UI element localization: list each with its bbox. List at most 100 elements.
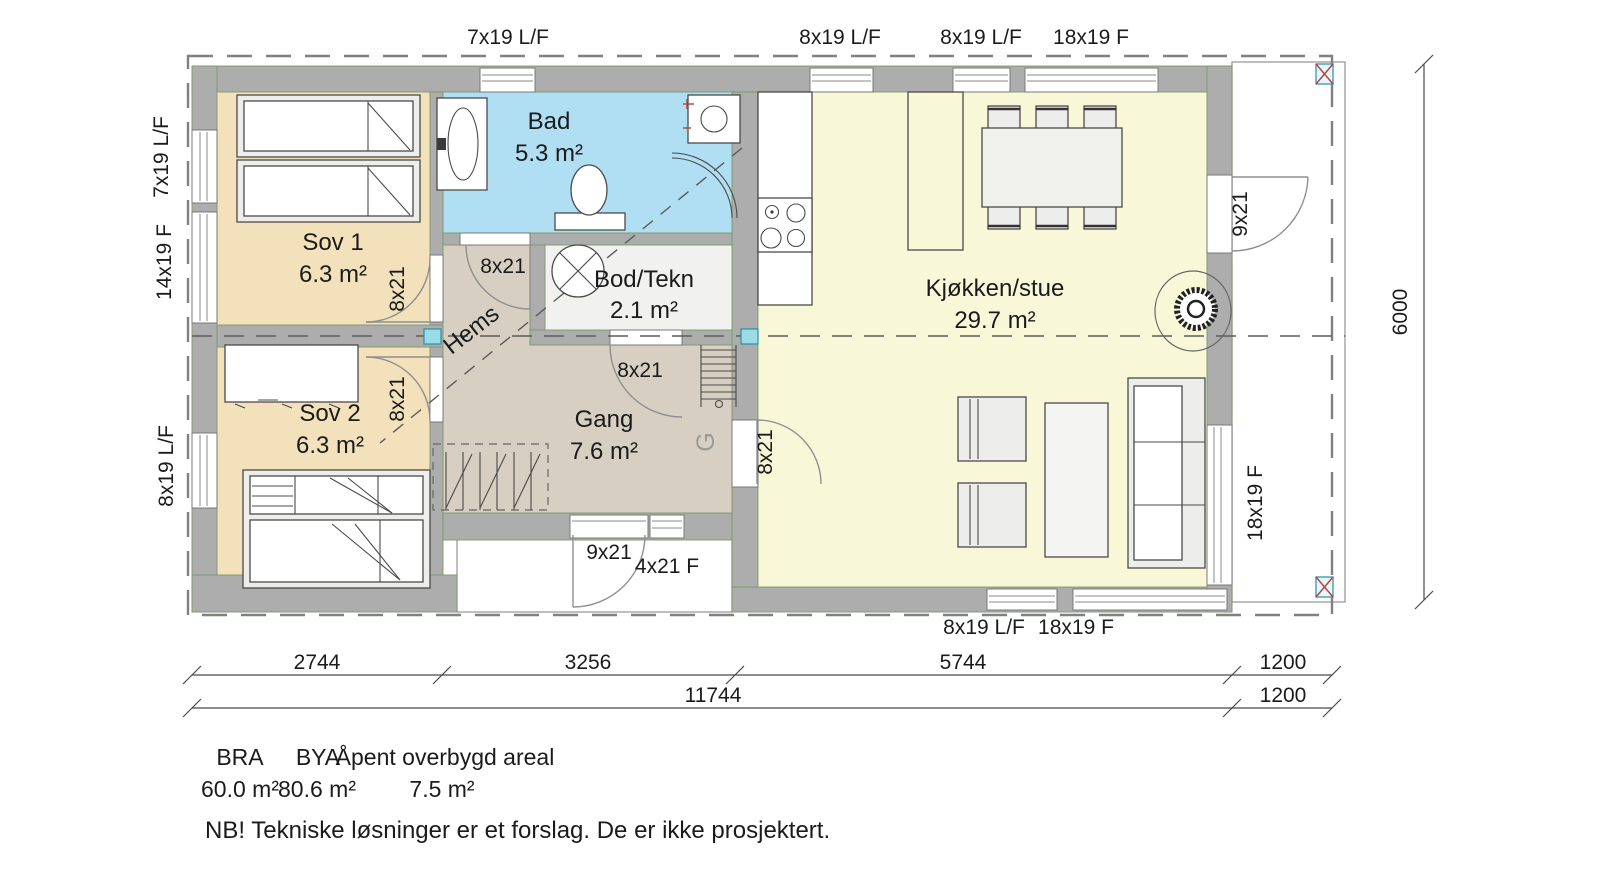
water-heater: [551, 244, 605, 298]
window-label-top-2: 8x19 L/F: [799, 26, 881, 49]
opening-door-sov2: [429, 356, 444, 423]
door-bod: [609, 344, 683, 418]
entrance-porch-slab: [456, 537, 733, 613]
armchair-1: [957, 396, 1027, 462]
door-label-sov2: 8x21: [386, 376, 409, 422]
section-marker-east: [740, 328, 759, 345]
furniture-bod: [551, 244, 605, 298]
window-entrance-sidelight: [649, 514, 685, 539]
room-area-bod: 2.1 m²: [610, 297, 678, 324]
kitchen-island: [907, 91, 964, 251]
bed-2-mattress: [243, 165, 414, 217]
coffee-table: [1044, 402, 1109, 558]
toilet: [554, 164, 626, 231]
window-bottom-1: [986, 588, 1058, 611]
door-terrace: [1231, 176, 1309, 252]
wardrobe: [224, 344, 359, 409]
note-text: NB! Tekniske løsninger er et forslag. De…: [205, 817, 830, 844]
bya-label: BYA: [296, 744, 341, 770]
bed-1-mattress: [243, 100, 414, 152]
window-label-top-4: 18x19 F: [1053, 26, 1129, 49]
window-label-bottom-2: 18x19 F: [1038, 616, 1114, 639]
opening-door-bod: [609, 329, 683, 346]
bra-label: BRA: [216, 744, 264, 770]
window-label-left-1: 7x19 L/F: [150, 116, 173, 198]
wall-bod-west: [529, 244, 546, 331]
cooktop: [757, 197, 813, 253]
summary-block: BRA 60.0 m² BYA 80.6 m² Åpent overbygd a…: [201, 743, 830, 844]
room-label-bad: Bad: [528, 108, 571, 135]
open-area-label: Åpent overbygd areal: [336, 743, 555, 770]
door-label-bad: 8x21: [480, 255, 526, 278]
open-area-value: 7.5 m²: [409, 776, 475, 802]
room-label-gang: Gang: [575, 406, 634, 433]
opening-terrace-door: [1206, 174, 1233, 254]
bunk-bed: [242, 469, 431, 589]
reference-lines: [192, 63, 1345, 598]
openings: [191, 67, 1233, 611]
bra-value: 60.0 m²: [201, 776, 279, 802]
door-label-terrace: 9x21: [1229, 191, 1252, 237]
room-label-sov1: Sov 1: [302, 229, 363, 256]
opening-door-bad: [459, 232, 531, 246]
door-sov1: [365, 257, 431, 323]
bya-value: 80.6 m²: [278, 776, 356, 802]
door-label-bod: 8x21: [617, 359, 663, 382]
hems-outline: [379, 147, 743, 444]
room-label-sov2: Sov 2: [299, 400, 360, 427]
dim-1200-row2: 1200: [1260, 684, 1307, 707]
window-top-4: [1024, 67, 1159, 93]
door-label-entrance: 9x21: [586, 541, 632, 564]
window-top-3: [952, 67, 1011, 93]
dim-6000: 6000: [1389, 289, 1412, 336]
door-label-sov1: 8x21: [386, 266, 409, 312]
sofa-group: [957, 377, 1206, 569]
bathroom-sink: [436, 97, 488, 191]
opening-entrance-door: [569, 514, 649, 539]
dimension-lines: 2744 3256 5744 1200 11744 1200 6000: [182, 54, 1434, 718]
porch-post-top: [1315, 63, 1334, 85]
porch-slabs: [456, 61, 1346, 613]
window-left-3: [191, 432, 218, 509]
dining-table: [981, 127, 1123, 208]
door-bad: [465, 244, 531, 310]
opening-door-sov1: [429, 254, 444, 323]
window-label-top-1: 7x19 L/F: [467, 26, 549, 49]
wood-stove: [1154, 270, 1232, 352]
dining-table-set: [981, 105, 1123, 230]
room-label-kjokken: Kjøkken/stue: [926, 275, 1065, 302]
g-marker: G: [692, 432, 720, 451]
room-area-bad: 5.3 m²: [515, 140, 583, 167]
window-label-right: 18x19 F: [1244, 465, 1267, 541]
window-left-1: [191, 129, 218, 204]
room-label-bod: Bod/Tekn: [594, 266, 694, 293]
room-area-kjokken: 29.7 m²: [954, 307, 1035, 334]
dim-2744: 2744: [294, 651, 341, 674]
window-label-left-3: 8x19 L/F: [155, 425, 178, 507]
shower: [671, 152, 738, 219]
opening-door-stue: [731, 419, 759, 488]
side-porch-slab: [1231, 61, 1346, 603]
hems-ladder: [700, 345, 737, 409]
door-sov2: [365, 356, 431, 422]
dim-1200-row1: 1200: [1260, 651, 1307, 674]
dim-5744: 5744: [940, 651, 987, 674]
room-area-sov1: 6.3 m²: [299, 261, 367, 288]
room-area-gang: 7.6 m²: [570, 438, 638, 465]
window-label-top-3: 8x19 L/F: [940, 26, 1022, 49]
furniture-sov1: [236, 94, 421, 223]
door-entrance: [572, 534, 646, 608]
window-left-2: [191, 211, 218, 324]
dim-3256: 3256: [565, 651, 612, 674]
washing-machine: [683, 94, 741, 144]
window-label-left-2: 14x19 F: [153, 224, 176, 300]
stairs-to-hems: [432, 443, 549, 511]
door-swings: [365, 176, 1309, 608]
door-label-stue: 8x21: [754, 429, 777, 475]
window-top-1: [479, 67, 536, 93]
armchair-2: [957, 482, 1027, 548]
window-top-2: [809, 67, 874, 93]
furniture-bad: [436, 94, 741, 231]
porch-post-bottom: [1315, 576, 1334, 598]
